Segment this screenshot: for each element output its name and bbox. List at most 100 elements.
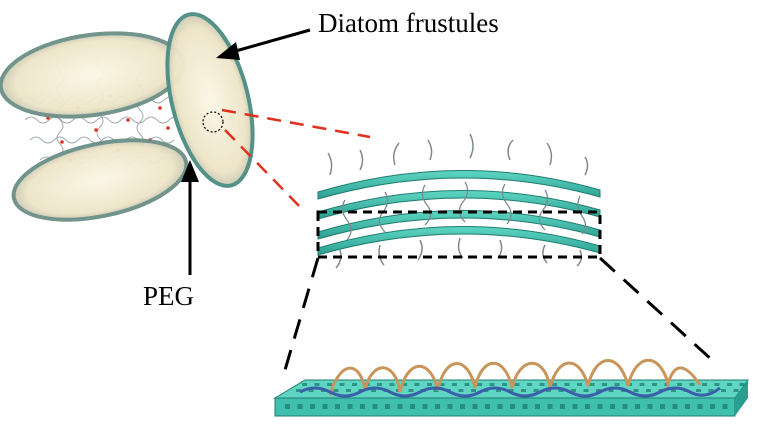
arrow-frustules: [216, 28, 311, 60]
plate-hole: [360, 404, 365, 409]
plate-hole: [727, 383, 732, 386]
plate-hole: [572, 404, 578, 409]
plate-hole: [564, 383, 570, 386]
plate-hole: [322, 404, 328, 409]
plate-hole: [497, 404, 503, 409]
plate-hole: [722, 404, 728, 409]
single-plate-detail: [273, 358, 749, 417]
plate-hole: [633, 389, 639, 392]
plate-hole: [597, 404, 603, 409]
plate-hole: [327, 383, 332, 386]
plate-hole: [339, 383, 345, 386]
plate-hole: [652, 383, 657, 386]
plate-hole: [427, 383, 432, 386]
plate-hole: [622, 404, 628, 409]
plate-hole: [377, 383, 382, 386]
plate-hole: [522, 404, 528, 409]
plate-hole: [447, 404, 453, 409]
stacked-plates: [316, 133, 602, 269]
plate-hole: [514, 383, 520, 386]
plate-hole: [610, 404, 615, 409]
red-zoom-lines: [221, 108, 371, 213]
plate-hole: [472, 404, 478, 409]
plate-hole: [510, 404, 515, 409]
plate-hole: [733, 389, 739, 392]
helix-chain: [328, 358, 702, 396]
plate-hole: [714, 383, 720, 386]
plate-hole: [410, 404, 415, 409]
plate-hole: [402, 383, 407, 386]
plate-hole: [372, 404, 378, 409]
plate-hole: [389, 383, 395, 386]
label-diatom-frustules: Diatom frustules: [318, 8, 499, 38]
plate-hole: [477, 383, 482, 386]
plate-hole: [577, 383, 582, 386]
plate-hole: [739, 383, 745, 386]
plate-hole: [408, 389, 414, 392]
plate-hole: [702, 383, 707, 386]
label-peg: PEG: [143, 281, 195, 311]
plate-hole: [639, 383, 645, 386]
plate-hole: [333, 389, 339, 392]
plate-hole: [458, 389, 464, 392]
plate-hole: [552, 383, 557, 386]
plate-hole: [596, 389, 601, 392]
plate-hole: [508, 389, 514, 392]
plate-hole: [433, 389, 439, 392]
frustule-top-left: [0, 31, 186, 119]
plate-hole: [285, 404, 290, 409]
plate-hole: [546, 389, 551, 392]
plate-hole: [452, 383, 457, 386]
plate-hole: [677, 383, 682, 386]
plate-hole: [708, 389, 714, 392]
plate-hole: [371, 389, 376, 392]
plate-hole: [485, 404, 490, 409]
plate-hole: [583, 389, 589, 392]
frustule-bottom: [11, 138, 189, 222]
plate-hole: [308, 389, 314, 392]
plate-hole: [496, 389, 501, 392]
plate-hole: [296, 389, 301, 392]
plate-hole: [460, 404, 465, 409]
plate-hole: [671, 389, 676, 392]
plate-hole: [647, 404, 653, 409]
plate-hole: [672, 404, 678, 409]
plate-hole: [533, 389, 539, 392]
plate-hole: [589, 383, 595, 386]
plate-hole: [646, 389, 651, 392]
plate-hole: [539, 383, 545, 386]
plate-hole: [297, 404, 303, 409]
plate-hole: [535, 404, 540, 409]
plate-hole: [608, 389, 614, 392]
plate-hole: [558, 389, 564, 392]
plate-hole: [422, 404, 428, 409]
plate-hole: [310, 404, 315, 409]
plate-hole: [385, 404, 390, 409]
plate-hole: [489, 383, 495, 386]
arrow-peg: [181, 160, 199, 275]
plate-hole: [346, 389, 351, 392]
plate-hole: [397, 404, 403, 409]
selection-box: [316, 210, 602, 259]
plate-hole: [696, 389, 701, 392]
plate-hole: [689, 383, 695, 386]
plate-hole: [502, 383, 507, 386]
black-zoom-lines: [283, 256, 714, 371]
plate-hole: [471, 389, 476, 392]
plate-hole: [614, 383, 620, 386]
plate-hole: [352, 383, 357, 386]
plate-hole: [464, 383, 470, 386]
plate-hole: [660, 404, 665, 409]
plate-hole: [335, 404, 340, 409]
plate-hole: [314, 383, 320, 386]
plate-hole: [560, 404, 565, 409]
plate-hole: [697, 404, 703, 409]
plate-hole: [635, 404, 640, 409]
blue-chain: [299, 386, 721, 398]
plate-hole: [347, 404, 353, 409]
plate-hole: [685, 404, 690, 409]
plate-hole: [521, 389, 526, 392]
plate-hole: [302, 383, 307, 386]
